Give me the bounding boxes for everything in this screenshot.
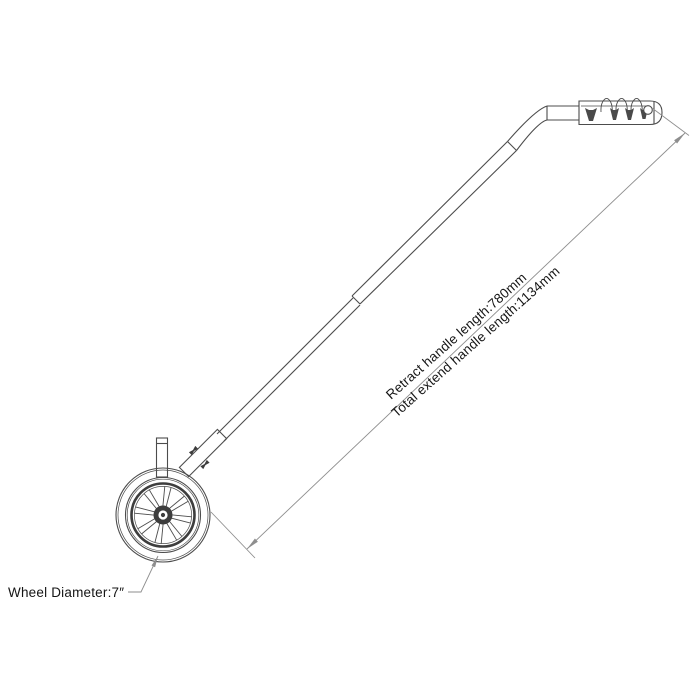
wheel-spokes xyxy=(134,486,192,544)
axle-post xyxy=(155,437,169,478)
wheel-axle-dot xyxy=(160,512,166,518)
leader-line xyxy=(128,555,159,593)
wheel-rim xyxy=(130,482,196,548)
telescope-joint-line xyxy=(351,295,361,305)
wheel xyxy=(115,467,211,563)
tire-outer-inner-line xyxy=(117,469,209,561)
dimension-arrow-bottom xyxy=(247,538,258,549)
inner-tube xyxy=(216,297,361,442)
elbow-bend xyxy=(507,105,548,151)
clamp-sleeve xyxy=(178,428,228,478)
dimension-line xyxy=(246,132,686,550)
clamp-wing-bolt-lower xyxy=(200,459,210,470)
wheel-diameter-leader xyxy=(128,555,159,593)
extension-line-bottom xyxy=(210,511,256,559)
clamp-wing-bolt-upper xyxy=(188,445,199,456)
tire-inner-inner-line xyxy=(126,478,200,552)
wheel-rim-inner-line xyxy=(134,486,192,544)
handle-length-dimension xyxy=(210,107,690,559)
leader-arrow xyxy=(151,556,158,568)
outer-tube xyxy=(351,141,517,305)
retract-length-label: Retract handle length:780mm xyxy=(383,270,529,402)
neck-tube xyxy=(547,105,579,121)
extend-length-label: Total extend handle length:1134mm xyxy=(389,263,563,420)
extension-line-top xyxy=(651,107,690,136)
grip-outline xyxy=(578,100,663,126)
bend-start-joint-line xyxy=(507,141,517,151)
grip-finger-bumps xyxy=(600,97,643,113)
hand-grip xyxy=(578,97,663,126)
wheel-diameter-label: Wheel Diameter:7″ xyxy=(8,585,124,600)
grip-hang-hole xyxy=(643,105,653,115)
tire-outer-circle xyxy=(115,467,211,563)
handle-shaft xyxy=(155,105,579,478)
dimension-arrow-top xyxy=(674,133,685,144)
grip-finger-grooves xyxy=(585,108,648,121)
